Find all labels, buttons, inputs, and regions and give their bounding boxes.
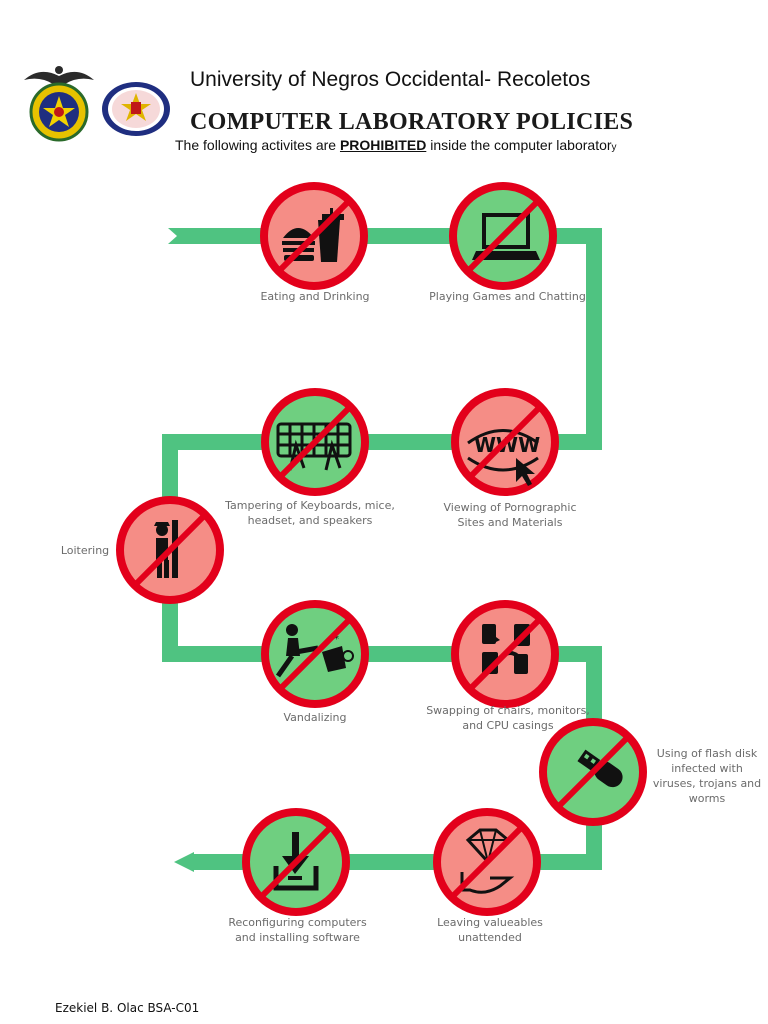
prohibition-slash-loitering bbox=[132, 512, 208, 588]
policy-label-reconfiguring: Reconfiguring computers and installing s… bbox=[215, 915, 380, 945]
label-line: Reconfiguring computers bbox=[228, 916, 367, 929]
policy-label-playing-games: Playing Games and Chatting bbox=[429, 290, 586, 303]
prohibition-slash-tampering bbox=[277, 404, 353, 480]
prohibition-slash-viewing-pornographic bbox=[467, 404, 543, 480]
page-subtitle: The following activites are PROHIBITED i… bbox=[175, 137, 617, 153]
flow-path bbox=[162, 228, 602, 870]
label-line: Sites and Materials bbox=[457, 516, 563, 529]
subtitle-text-end: inside the computer laborator bbox=[426, 137, 612, 153]
policy-label-tampering: Tampering of Keyboards, mice, headset, a… bbox=[220, 498, 400, 528]
university-name: University of Negros Occidental- Recolet… bbox=[190, 68, 591, 91]
policy-label-flash-disk: Using of flash disk infected with viruse… bbox=[652, 746, 762, 806]
label-line: Swapping of chairs, monitors, bbox=[426, 704, 590, 717]
prohibition-slash-leaving-valuables bbox=[449, 824, 525, 900]
label-line: unattended bbox=[458, 931, 522, 944]
author-credit: Ezekiel B. Olac BSA-C01 bbox=[55, 1001, 200, 1015]
label-line: Viewing of Pornographic bbox=[443, 501, 577, 514]
label-line: worms bbox=[688, 792, 726, 805]
label-line: viruses, trojans and bbox=[652, 777, 762, 790]
label-line: Using of flash disk bbox=[656, 747, 758, 760]
policy-label-vandalizing: Vandalizing bbox=[283, 711, 347, 724]
flow-start-tail bbox=[168, 228, 186, 244]
diamond-hand-icon bbox=[460, 828, 515, 894]
usb-flash-disk-icon bbox=[577, 749, 623, 788]
prohibition-slash-flash-disk bbox=[555, 734, 631, 810]
policy-label-swapping: Swapping of chairs, monitors, and CPU ca… bbox=[418, 703, 598, 733]
label-line: infected with bbox=[671, 762, 743, 775]
policy-label-leaving-valuables: Leaving valueables unattended bbox=[415, 915, 565, 945]
label-line: and CPU casings bbox=[462, 719, 554, 732]
policy-label-viewing-pornographic: Viewing of Pornographic Sites and Materi… bbox=[425, 500, 595, 530]
subtitle-text: The following activites are bbox=[175, 137, 340, 153]
policy-label-loitering: Loitering bbox=[60, 544, 110, 557]
label-line: headset, and speakers bbox=[247, 514, 373, 527]
prohibited-emphasis: PROHIBITED bbox=[339, 137, 427, 153]
prohibition-slash-playing-games bbox=[465, 198, 541, 274]
prohibition-slash-eating-drinking bbox=[276, 198, 352, 274]
subtitle-tail: y bbox=[611, 142, 617, 153]
page-title: COMPUTER LABORATORY POLICIES bbox=[190, 109, 634, 135]
label-line: Leaving valueables bbox=[437, 916, 543, 929]
flow-end-arrow bbox=[174, 852, 194, 872]
policy-label-eating-drinking: Eating and Drinking bbox=[260, 290, 370, 303]
label-line: and installing software bbox=[235, 931, 360, 944]
prohibition-slash-swapping bbox=[467, 616, 543, 692]
college-seal-logo bbox=[102, 82, 170, 136]
prohibition-slash-vandalizing bbox=[277, 616, 353, 692]
kicking-bin-icon: * bbox=[275, 624, 354, 678]
svg-text:*: * bbox=[334, 634, 339, 645]
label-line: Tampering of Keyboards, mice, bbox=[225, 499, 395, 512]
university-seal-logo bbox=[24, 66, 94, 142]
prohibition-slash-reconfiguring bbox=[258, 824, 334, 900]
